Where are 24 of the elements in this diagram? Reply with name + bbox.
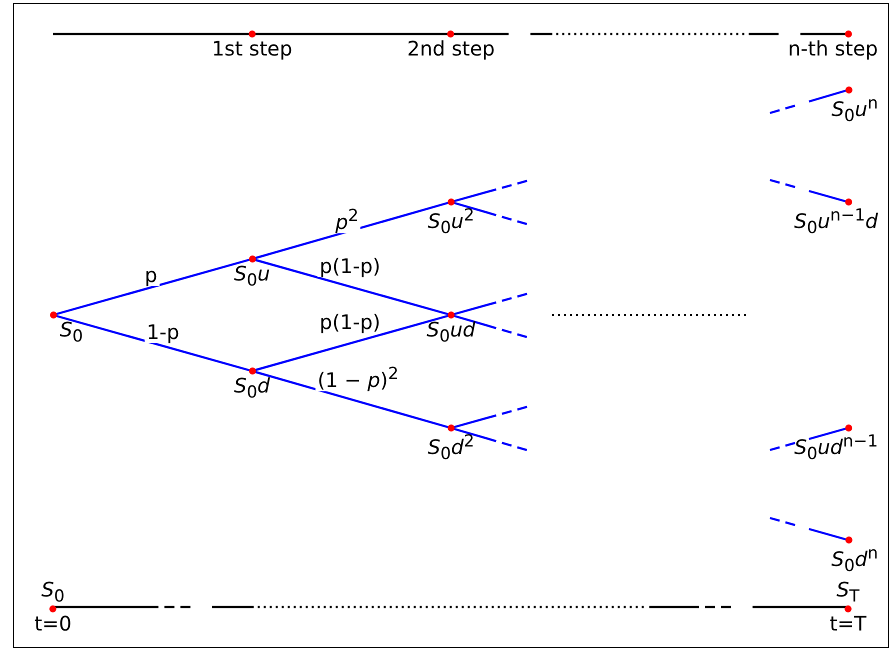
node-label: 1st step <box>212 38 292 60</box>
edge-label: 1-p <box>144 321 182 343</box>
tree-branch <box>770 88 848 114</box>
node-label: t=0 <box>34 612 72 636</box>
node-label: S$_{0}$ <box>41 578 65 606</box>
node-label: S$_{0}$ud$^{n−1}$ <box>794 432 878 464</box>
tree-branch <box>770 516 848 542</box>
node-label: S$_{0}$d$^{2}$ <box>428 432 474 464</box>
node-label: 2nd step <box>407 38 495 60</box>
node-label: S$_{T}$ <box>836 578 860 606</box>
tree-branch <box>770 178 848 204</box>
node-label: n-th step <box>788 38 878 60</box>
node-label: S$_{0}$u <box>234 262 270 290</box>
node-label: S$_{0}$ <box>60 318 83 346</box>
node-label: S$_{0}$u$^{n−1}$d <box>794 206 878 238</box>
node-label: S$_{0}$d$^{n}$ <box>831 544 878 576</box>
node-label: S$_{0}$u$^{n}$ <box>831 94 878 126</box>
edge-label: p$^{2}$ <box>333 207 361 233</box>
node-label: S$_{0}$d <box>234 374 270 402</box>
timeline-line <box>53 606 848 608</box>
node-label: S$_{0}$ud <box>426 318 476 346</box>
node-label: S$_{0}$u$^{2}$ <box>428 206 474 238</box>
tree-branch <box>770 426 848 452</box>
node-label: t=T <box>830 612 866 636</box>
